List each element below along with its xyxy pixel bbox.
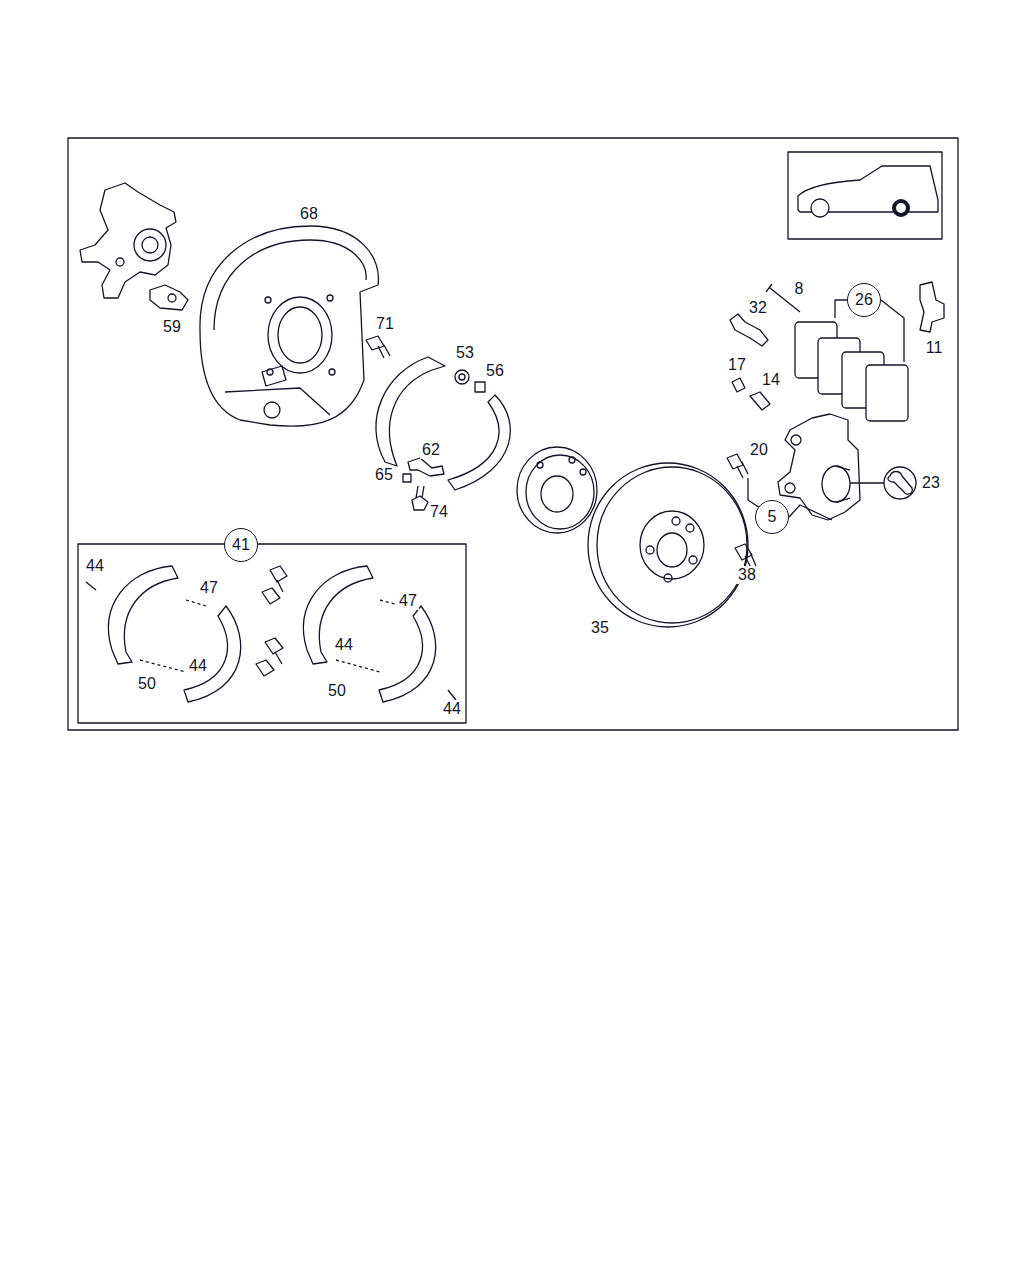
callout-circle: 5 (755, 500, 789, 534)
callout-number: 74 (428, 503, 450, 521)
callout-number: 35 (589, 619, 611, 637)
parking-brake-shoes (376, 357, 510, 510)
steering-knuckle (80, 183, 188, 310)
vehicle-locator (788, 152, 942, 239)
callout-number: 50 (326, 682, 348, 700)
callout-number: 62 (420, 441, 442, 459)
callout-number: 50 (136, 675, 158, 693)
bolt (727, 454, 756, 570)
callout-number: 44 (441, 700, 463, 718)
shoe-kit (86, 566, 456, 702)
wheel-hub (517, 447, 597, 533)
callout-number: 68 (298, 205, 320, 223)
callout-number: 44 (84, 557, 106, 575)
small-parts (730, 282, 944, 520)
callout-number: 38 (736, 566, 758, 584)
callout-number: 5 (768, 509, 777, 525)
callout-number: 56 (484, 362, 506, 380)
callout-number: 65 (373, 466, 395, 484)
callout-number: 17 (726, 356, 748, 374)
callout-number: 53 (454, 344, 476, 362)
brake-disc (588, 463, 748, 627)
callout-number: 23 (920, 474, 942, 492)
callout-number: 14 (760, 371, 782, 389)
callout-number: 47 (397, 592, 419, 610)
callout-number: 32 (747, 299, 769, 317)
callout-number: 71 (374, 315, 396, 333)
callout-number: 8 (793, 280, 806, 298)
shoe-kit-frame (78, 544, 466, 723)
callout-number: 44 (187, 657, 209, 675)
backing-plate (200, 226, 379, 426)
brake-caliper (778, 414, 916, 520)
callout-number: 47 (198, 579, 220, 597)
callout-number: 26 (855, 292, 873, 308)
bolt (366, 336, 390, 358)
brake-pads (795, 300, 908, 421)
callout-number: 44 (333, 636, 355, 654)
callout-number: 11 (924, 339, 945, 357)
callout-circle: 26 (847, 283, 881, 317)
callout-number: 59 (161, 318, 183, 336)
frame (68, 138, 958, 730)
callout-number: 41 (232, 537, 250, 553)
callout-circle: 41 (224, 528, 258, 562)
callout-number: 20 (748, 441, 770, 459)
